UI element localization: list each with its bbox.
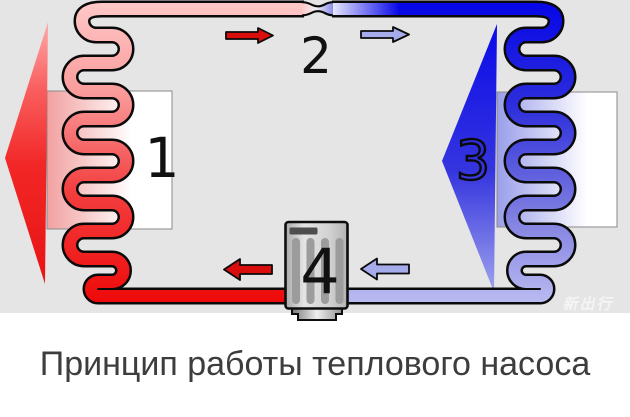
flow-arrow-hot-left-icon bbox=[223, 258, 273, 281]
caption-bar: Принцип работы теплового насоса bbox=[0, 322, 630, 417]
evaporator-coil bbox=[332, 2, 574, 302]
expansion-valve-icon bbox=[301, 1, 334, 17]
label-compressor: 4 bbox=[300, 235, 339, 308]
flow-arrow-cold-right-icon bbox=[360, 26, 410, 43]
heat-pump-diagram: 1 2 3 4 新出行 bbox=[0, 0, 630, 321]
flow-arrow-hot-right-icon bbox=[225, 27, 274, 44]
watermark: 新出行 bbox=[562, 295, 614, 313]
compressor-icon bbox=[284, 220, 349, 321]
label-evaporator: 3 bbox=[456, 129, 490, 192]
condenser-coil bbox=[64, 2, 304, 302]
label-condenser: 1 bbox=[145, 126, 180, 190]
label-expansion-valve: 2 bbox=[300, 27, 332, 85]
flow-arrow-cold-left-icon bbox=[360, 257, 410, 281]
heat-source-arrow-icon bbox=[442, 24, 497, 292]
heat-output-arrow-icon bbox=[5, 22, 48, 284]
caption-text: Принцип работы теплового насоса bbox=[39, 345, 591, 383]
